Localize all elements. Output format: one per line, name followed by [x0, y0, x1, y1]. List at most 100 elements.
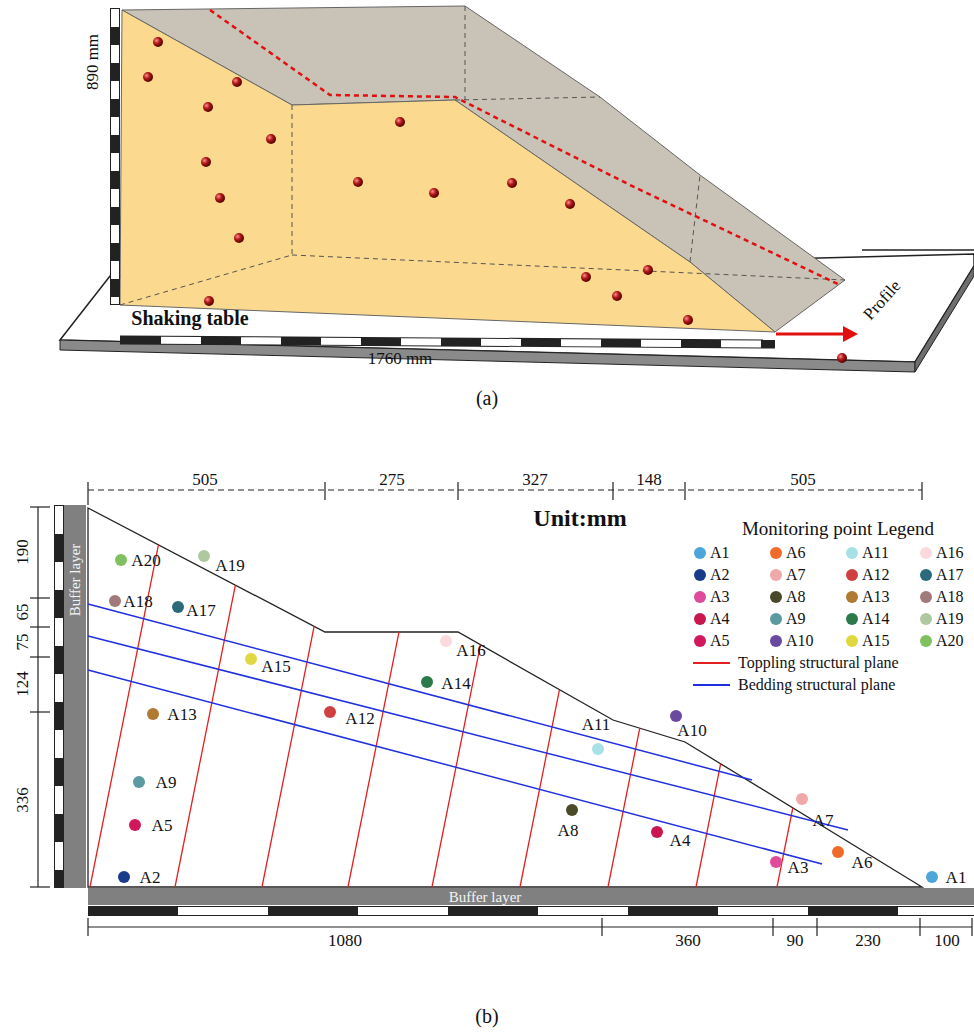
monitoring-points	[109, 550, 938, 883]
point-label: A5	[152, 817, 173, 834]
dimension-label: 100	[934, 932, 960, 949]
length-ruler	[120, 340, 775, 344]
legend-text: A18	[936, 589, 964, 605]
legend-swatch	[846, 569, 858, 581]
point-label: A18	[123, 593, 152, 610]
length-ruler	[121, 340, 774, 344]
legend-swatch	[770, 547, 782, 559]
toppling-plane	[348, 487, 428, 887]
legend-line-sample	[693, 684, 730, 686]
legend-text: A4	[710, 611, 730, 627]
legend-text: A13	[862, 589, 890, 605]
point-label: A14	[441, 675, 470, 692]
point-label: A10	[677, 722, 706, 739]
point-label: A16	[456, 642, 485, 659]
legend-text: A2	[710, 567, 730, 583]
monitoring-point	[440, 635, 452, 647]
profile-ruler	[54, 505, 64, 888]
dimension-label: 327	[522, 471, 548, 488]
dimension-label: 148	[636, 471, 662, 488]
legend-text: Bedding structural plane	[738, 677, 895, 693]
dimension-label: 65	[14, 604, 31, 621]
legend-swatch	[770, 635, 782, 647]
monitoring-point	[566, 804, 578, 816]
profile-arrowhead	[843, 326, 858, 342]
legend-text: A3	[710, 589, 730, 605]
profile-ruler	[55, 506, 63, 887]
point-label: A4	[670, 832, 691, 849]
legend-swatch	[694, 635, 706, 647]
figure-label: Buffer layer	[68, 544, 83, 617]
legend-swatch	[694, 547, 706, 559]
dimension-label: 190	[14, 539, 31, 565]
monitoring-point	[147, 708, 159, 720]
bedding-planes	[88, 604, 848, 864]
monitoring-point	[796, 793, 808, 805]
profile-arrow	[776, 333, 845, 336]
figure-label: Monitoring point Legend	[742, 519, 934, 538]
legend-swatch	[920, 569, 932, 581]
legend-swatch	[846, 547, 858, 559]
point-label: A11	[582, 716, 611, 733]
monitoring-point	[198, 550, 210, 562]
legend-text: A6	[786, 545, 806, 561]
point-label: A1	[946, 869, 967, 886]
legend-text: A5	[710, 633, 730, 649]
legend-swatch	[920, 635, 932, 647]
legend-swatch	[920, 591, 932, 603]
point-label: A8	[558, 822, 579, 839]
table-line	[862, 249, 974, 251]
dimension-label: 275	[379, 471, 405, 488]
monitoring-point	[115, 554, 127, 566]
figure-label: Unit:mm	[533, 506, 626, 530]
bottom-buffer-layer	[88, 888, 974, 905]
table-edge	[60, 340, 915, 372]
legend-swatch	[770, 569, 782, 581]
dimension-label: 505	[192, 471, 218, 488]
monitoring-point	[832, 846, 844, 858]
legend-text: A16	[936, 545, 964, 561]
legend-swatch	[920, 547, 932, 559]
legend-swatch	[694, 569, 706, 581]
profile-line	[210, 10, 840, 285]
legend-text: A1	[710, 545, 730, 561]
point-label: A6	[852, 854, 873, 871]
dimension-label: 1760 mm	[368, 350, 433, 367]
legend-swatch	[694, 613, 706, 625]
point-label: A20	[131, 552, 160, 569]
monitoring-point	[118, 871, 130, 883]
left-buffer-layer	[64, 505, 86, 888]
monitoring-point	[129, 819, 141, 831]
monitoring-point	[421, 676, 433, 688]
monitoring-point	[324, 706, 336, 718]
point-label: A15	[261, 658, 290, 675]
legend-swatch	[920, 613, 932, 625]
legend-text: A9	[786, 611, 806, 627]
legend-samples	[693, 547, 932, 685]
point-label: A3	[788, 859, 809, 876]
legend-text: Toppling structural plane	[738, 655, 899, 671]
legend-text: A15	[862, 633, 890, 649]
dimension-label: 360	[675, 932, 701, 949]
legend-swatch	[846, 591, 858, 603]
slope-front-face	[120, 10, 775, 332]
hidden-edges	[120, 6, 845, 305]
monitoring-point	[133, 776, 145, 788]
legend-swatch	[770, 591, 782, 603]
legend-line-sample	[693, 662, 730, 664]
figure-label: (a)	[476, 388, 498, 408]
point-label: A12	[345, 710, 374, 727]
legend-text: A7	[786, 567, 806, 583]
legend-text: A12	[862, 567, 890, 583]
point-label: A19	[215, 557, 244, 574]
dimension-label: 890 mm	[84, 34, 101, 90]
legend-swatch	[846, 613, 858, 625]
point-label: A17	[186, 602, 215, 619]
point-label: A9	[156, 774, 177, 791]
legend-text: A8	[786, 589, 806, 605]
monitoring-point	[651, 826, 663, 838]
monitoring-point	[670, 710, 682, 722]
figure-label: Shaking table	[131, 308, 248, 328]
monitoring-point	[172, 601, 184, 613]
